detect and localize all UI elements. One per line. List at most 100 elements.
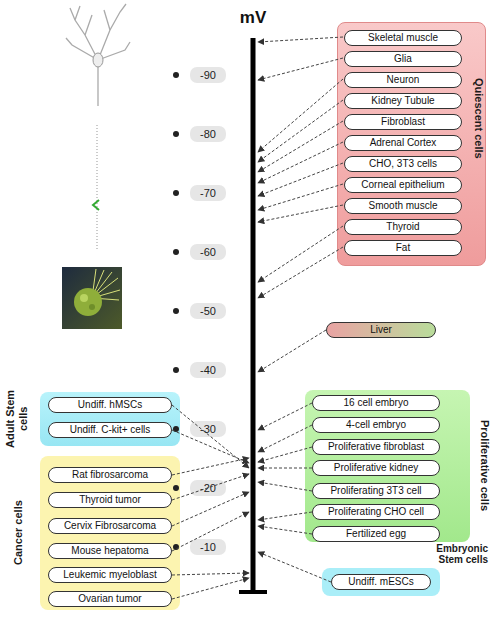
cell-detail bbox=[89, 304, 95, 310]
tick-label: -70 bbox=[190, 185, 226, 201]
tick-dots bbox=[173, 72, 179, 550]
spike bbox=[92, 270, 104, 298]
tick-label: -50 bbox=[190, 303, 226, 319]
tick-label: -90 bbox=[190, 67, 226, 83]
cell-body bbox=[74, 288, 102, 316]
leader-arrow bbox=[258, 482, 312, 491]
cell-pill: Proliferating CHO cell bbox=[312, 504, 440, 520]
group-heading: Adult Stem cells bbox=[4, 386, 36, 452]
cell-pill: 16 cell embryo bbox=[312, 395, 440, 411]
cell-pill: Skeletal muscle bbox=[344, 30, 462, 46]
tick-label: -30 bbox=[190, 421, 226, 437]
group-heading: Cancer cells bbox=[12, 456, 34, 610]
tick-label: -10 bbox=[190, 539, 226, 555]
dendrite bbox=[85, 15, 92, 35]
cell-label: Rat fibrosarcoma bbox=[49, 468, 171, 482]
cell-label: Kidney Tubule bbox=[345, 94, 461, 108]
spike bbox=[92, 269, 96, 298]
dendrite bbox=[98, 4, 126, 60]
cell-label: Proliferative fibroblast bbox=[313, 440, 439, 454]
spike bbox=[92, 290, 120, 298]
leader-arrow bbox=[258, 163, 343, 196]
tick-dot bbox=[173, 308, 179, 314]
cell-pill: Smooth muscle bbox=[344, 198, 462, 214]
cell-pill: Fat bbox=[344, 240, 462, 256]
leader-arrow bbox=[172, 578, 249, 599]
spike bbox=[92, 278, 118, 298]
cell-group: Embryonic Stem cellsUndiff. mESCs bbox=[322, 568, 440, 596]
cell-pill: Thyroid tumor bbox=[48, 492, 172, 508]
dashed-trace bbox=[96, 125, 98, 250]
group-heading: Embryonic Stem cells bbox=[432, 543, 488, 567]
green-marker bbox=[93, 200, 99, 210]
leader-arrow bbox=[258, 121, 343, 172]
dendrite bbox=[98, 42, 130, 60]
tick-dot bbox=[173, 485, 179, 491]
group-heading: Quiescent cells bbox=[469, 33, 485, 203]
leader-arrow bbox=[258, 226, 343, 282]
tick-dot bbox=[173, 190, 179, 196]
tick-dot bbox=[173, 131, 179, 137]
leader-arrow bbox=[258, 58, 343, 80]
cell-spikes bbox=[92, 269, 120, 300]
cell-label: CHO, 3T3 cells bbox=[345, 157, 461, 171]
cell-pill: Neuron bbox=[344, 72, 462, 88]
tick-dot bbox=[173, 367, 179, 373]
cell-label: Fat bbox=[345, 241, 461, 255]
cell-pill: Adrenal Cortex bbox=[344, 135, 462, 151]
cell-label: Proliferative kidney bbox=[313, 461, 439, 475]
cell-pill: Undiff. hMSCs bbox=[48, 397, 172, 413]
axis-base bbox=[239, 590, 267, 594]
tick-dot bbox=[173, 249, 179, 255]
leader-arrow bbox=[172, 474, 249, 500]
cell-label: Undiff. C-kit+ cells bbox=[49, 423, 171, 437]
dendrite bbox=[70, 8, 98, 60]
cell-label: Smooth muscle bbox=[345, 199, 461, 213]
cell-label: Corneal epithelium bbox=[345, 178, 461, 192]
cell-pill: Proliferative fibroblast bbox=[312, 439, 440, 455]
cell-photo bbox=[62, 267, 122, 329]
leader-arrow bbox=[258, 330, 326, 372]
cell-label: 4-cell embryo bbox=[313, 418, 439, 432]
spike bbox=[92, 272, 112, 298]
cell-pill: Thyroid bbox=[344, 219, 462, 235]
cell-label: Thyroid tumor bbox=[49, 493, 171, 507]
cell-detail bbox=[80, 294, 88, 302]
cell-pill: Glia bbox=[344, 51, 462, 67]
cell-group: Quiescent cells Skeletal muscleGliaNeuron… bbox=[337, 22, 486, 266]
neuron-soma bbox=[93, 53, 103, 67]
leader-arrow bbox=[258, 552, 331, 582]
cell-pill: Ovarian tumor bbox=[48, 591, 172, 607]
leader-arrow bbox=[258, 447, 312, 462]
cell-label: Fibroblast bbox=[345, 115, 461, 129]
cell-label: Neuron bbox=[345, 73, 461, 87]
tick-label: -20 bbox=[190, 480, 226, 496]
cell-pill: Leukemic myeloblast bbox=[48, 567, 172, 583]
leader-arrow bbox=[258, 512, 312, 520]
dendrite bbox=[104, 10, 110, 30]
leader-arrow bbox=[258, 205, 343, 222]
leader-arrow bbox=[258, 100, 343, 162]
leader-arrow bbox=[258, 526, 312, 534]
leader-arrow bbox=[258, 37, 343, 42]
leader-arrow bbox=[258, 247, 343, 298]
cell-label: Thyroid bbox=[345, 220, 461, 234]
cell-label: Leukemic myeloblast bbox=[49, 568, 171, 582]
cell-pill: 4-cell embryo bbox=[312, 417, 440, 433]
leader-arrow bbox=[258, 184, 343, 210]
cell-label: Skeletal muscle bbox=[345, 31, 461, 45]
cell-label: Fertilized egg bbox=[313, 527, 439, 541]
leader-arrow bbox=[258, 425, 312, 452]
leader-arrow bbox=[258, 468, 312, 469]
cell-pill: Cervix Fibrosarcoma bbox=[48, 518, 172, 534]
cell-label: Ovarian tumor bbox=[49, 592, 171, 606]
cell-pill: Undiff. C-kit+ cells bbox=[48, 422, 172, 438]
leader-arrow bbox=[172, 405, 249, 468]
leader-arrow bbox=[258, 142, 343, 183]
tick-label: -40 bbox=[190, 362, 226, 378]
dendrite bbox=[66, 38, 98, 60]
axon bbox=[97, 62, 98, 106]
tick-label: -80 bbox=[190, 126, 226, 142]
cell-label: Proliferating 3T3 cell bbox=[313, 484, 439, 498]
leader-arrow bbox=[172, 430, 249, 463]
